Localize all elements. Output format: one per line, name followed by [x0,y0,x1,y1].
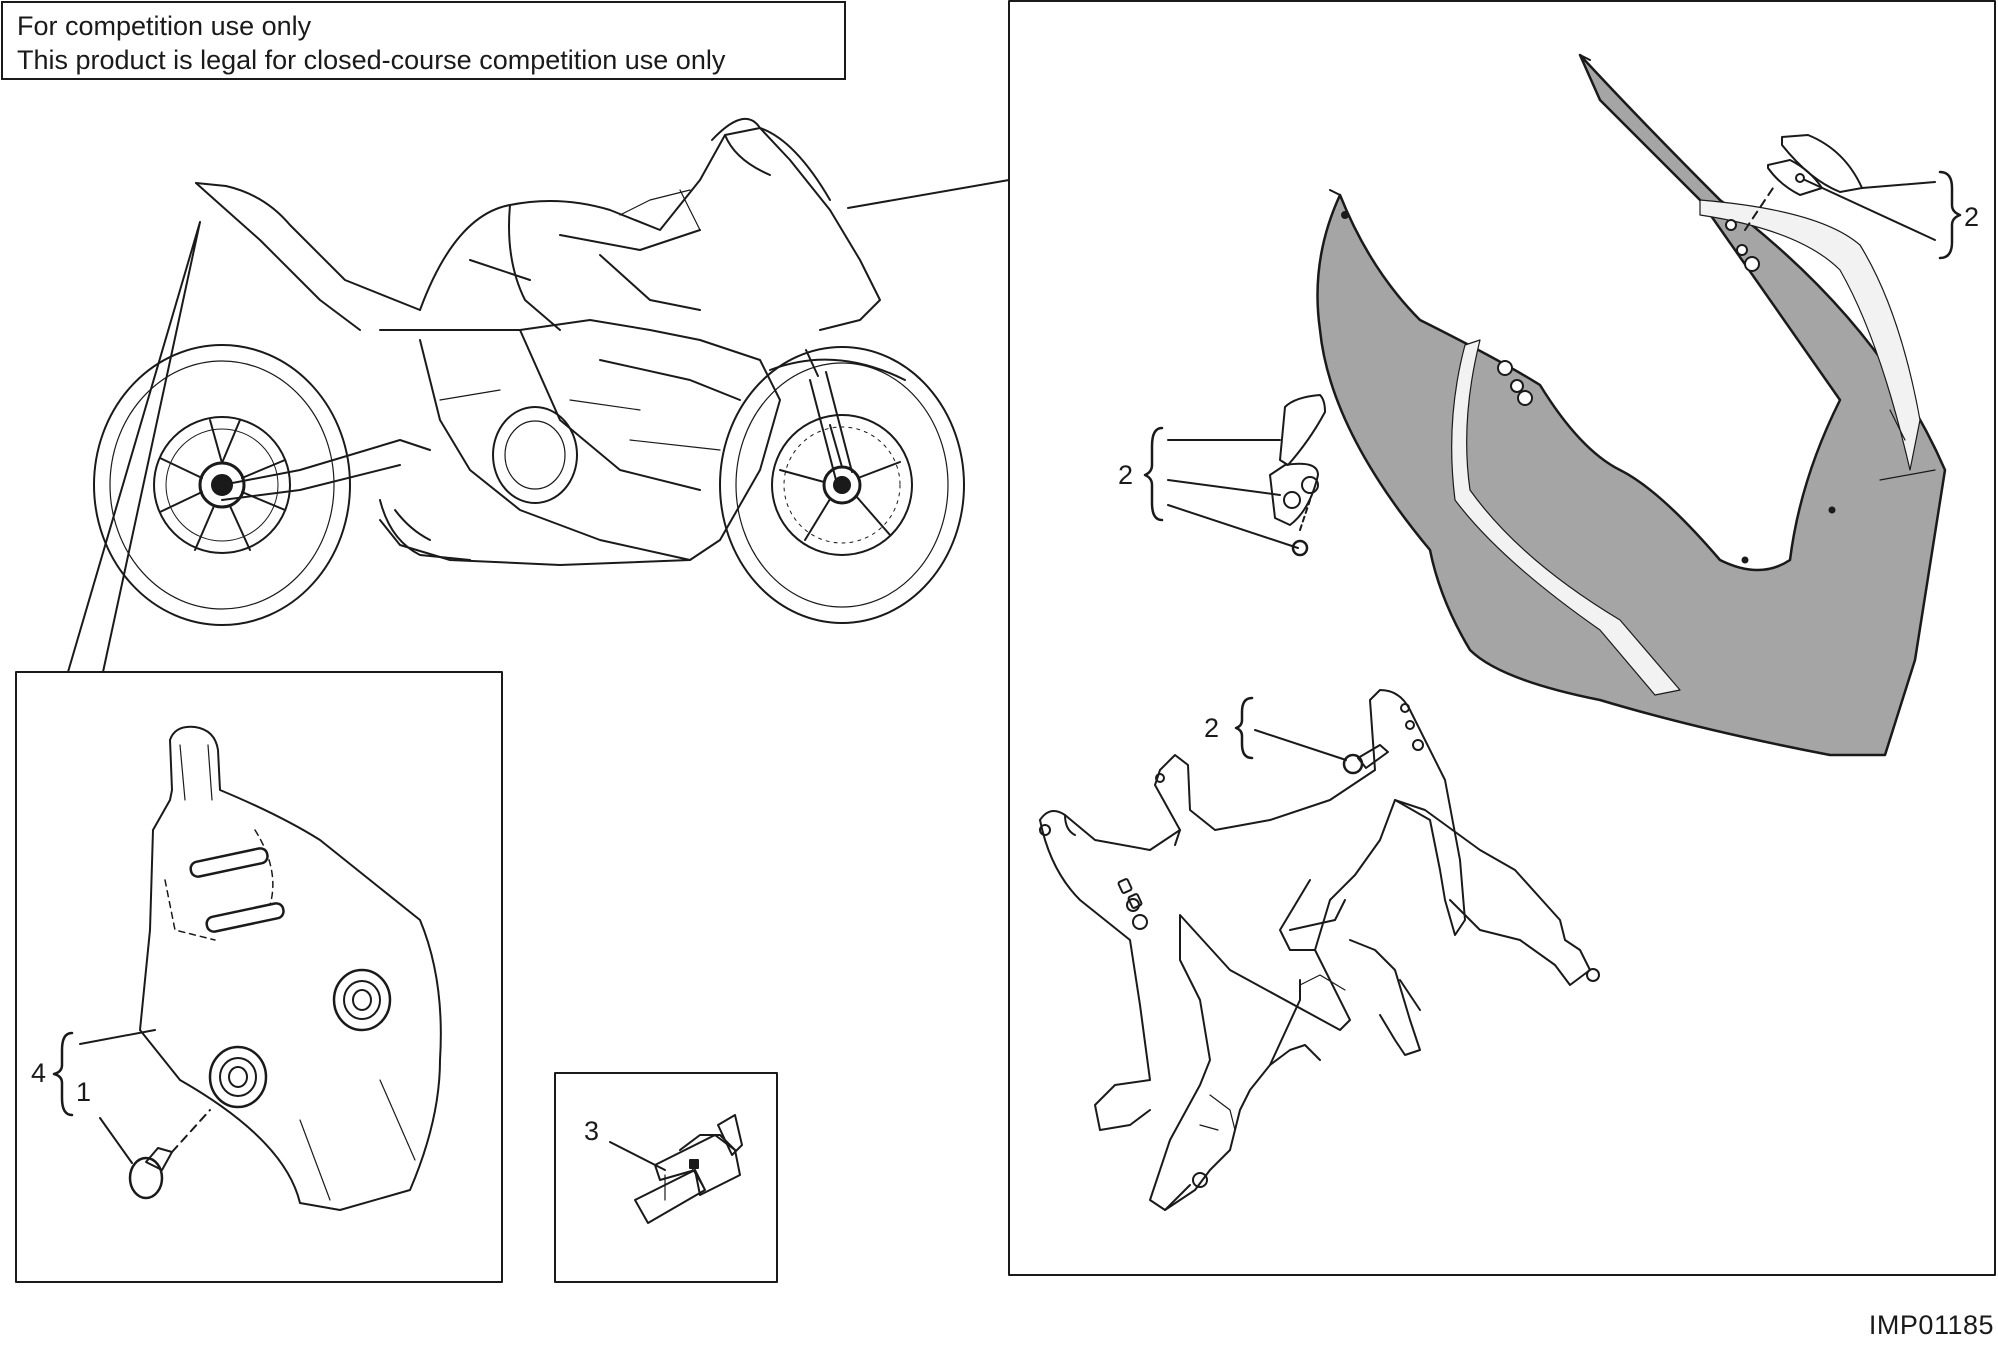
leader-mirror-plates [1167,439,1299,549]
windscreen-plate-illustration [1744,134,1863,231]
callout-switch: 3 [584,1116,600,1146]
heat-shield-illustration [139,725,442,1211]
brace-windscreen-screws [1938,170,1962,260]
callout-exhaust-screw: 1 [76,1077,92,1107]
leader-fairing-screw [1254,729,1347,761]
callout-windscreen-screws: 2 [1964,202,1980,232]
fairing-bracket-illustration [1039,689,1600,1211]
switch-illustration [634,1114,743,1224]
fairing-detail-box [1008,0,1996,1276]
leader-exhaust-kit [79,1029,156,1045]
leader-exhaust-screw [99,1117,133,1164]
leader-switch [609,1141,666,1171]
brace-mirror-plates [1143,426,1164,522]
callout-fairing-screw: 2 [1204,713,1220,743]
competition-notice: For competition use only This product is… [1,1,846,80]
mirror-plate-illustration [1269,394,1326,557]
callout-exhaust-kit: 4 [31,1058,47,1088]
callout-mirror-plates: 2 [1118,460,1134,490]
leader-windscreen-screws [1804,179,1936,241]
leader-front-to-fairing-box [847,179,1010,223]
switch-box [554,1072,778,1283]
motorcycle-illustration [93,118,965,626]
brace-exhaust-kit [52,1031,74,1117]
fairing-illustration [1316,53,1947,757]
notice-line-2: This product is legal for closed-course … [17,45,726,75]
brace-fairing-screw [1234,696,1254,760]
notice-line-1: For competition use only [17,11,312,41]
exhaust-screw-illustration [128,1109,211,1200]
exhaust-shield-box [15,671,503,1283]
fairing-screw-illustration [1342,744,1389,775]
reference-code: IMP01185 [1868,1310,1994,1340]
leader-tail-to-exhaust-box [67,221,201,673]
